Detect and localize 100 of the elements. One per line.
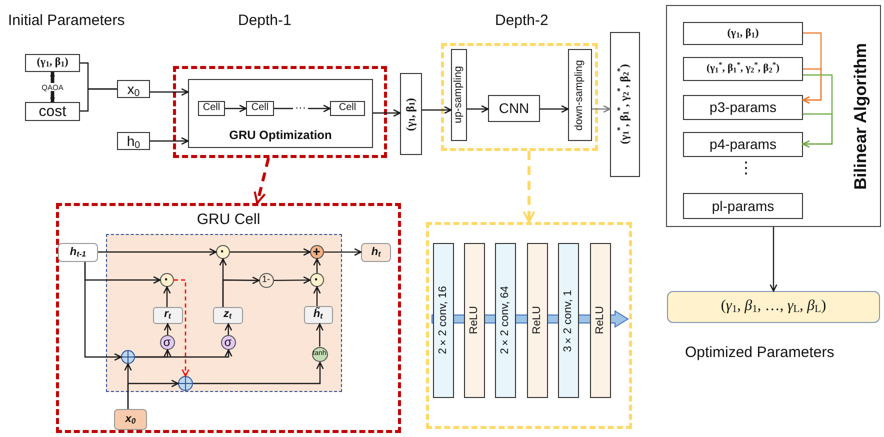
state-box: [58, 243, 98, 262]
box-label: 1-: [262, 275, 270, 285]
connector-line: [80, 88, 117, 112]
sampling-box: [451, 49, 467, 141]
arrow: [163, 286, 171, 307]
operator-circle: [258, 272, 274, 288]
multiply-circle: [216, 244, 230, 258]
rotated-label: ReLU: [532, 306, 544, 335]
box-label: (γ$_{1}$, β$_{1}$): [36, 57, 68, 69]
sum-circle: [120, 350, 134, 364]
arrow: [274, 276, 311, 284]
arrow: [98, 248, 217, 256]
box-label: (γ$_{1}$$^{*}$, β$_{1}$$^{*}$, γ$_{2}$$^{*}$, β$_{2}$$^{*}$): [706, 63, 780, 74]
box-label: p4-params: [710, 137, 776, 152]
shaded-region: [106, 234, 342, 392]
sigmoid-circle: [160, 334, 174, 350]
box-label: pl-params: [712, 198, 774, 214]
arrow: [313, 286, 321, 306]
parameter-box: [683, 57, 803, 81]
arrow: [540, 105, 569, 113]
dashed-region: [426, 222, 632, 429]
box-label: h$_{0}$: [126, 134, 140, 148]
arrow: [150, 88, 189, 96]
rotated-label: up-sampling: [453, 66, 464, 124]
box-label: +: [312, 244, 320, 258]
parameter-box: [400, 73, 422, 155]
cell-box: [330, 101, 365, 116]
box-label: ·: [220, 244, 225, 259]
multiply-circle: [160, 272, 174, 286]
conv-layer-bar: [558, 243, 579, 398]
parameter-box: [683, 193, 803, 219]
sampling-box: [568, 49, 592, 141]
arrow: [230, 248, 311, 256]
dashed-region: [173, 66, 387, 158]
arrow: [224, 323, 232, 335]
conv-layer-bar: [495, 243, 516, 398]
arrow: [135, 349, 232, 358]
relu-layer-bar: [590, 243, 611, 398]
tanh-circle: [312, 346, 328, 362]
arrow: [467, 105, 489, 113]
gate-box: [152, 306, 182, 324]
cell-box: [198, 101, 225, 116]
rotated-label: ReLU: [594, 306, 606, 335]
arrow: [274, 104, 331, 112]
rotated-label: 2×2 conv, 16: [438, 286, 450, 355]
rotated-label: 2×2 conv, 64: [500, 286, 512, 355]
cell-box: [246, 101, 274, 116]
box-label: GRU Optimization: [229, 129, 332, 142]
caption-text: Optimized Parameters: [685, 344, 834, 361]
box-label: cost: [38, 104, 66, 120]
box-label: p3-params: [710, 100, 776, 115]
box-label: z$_{t}$: [223, 309, 232, 321]
arrow: [316, 323, 324, 346]
cost-box: [25, 102, 80, 121]
conv-layer-bar: [433, 243, 454, 398]
sigmoid-circle: [220, 334, 236, 350]
arrow: [50, 91, 55, 102]
arrow: [324, 248, 362, 256]
dashed-region: [441, 43, 598, 151]
arrow: [592, 105, 611, 113]
sum-circle: [178, 376, 192, 390]
box-label: (γ$_{1}$, β$_{1}$, …, γ$_{L}$, β$_{L}$): [720, 299, 826, 315]
arrow: [84, 262, 122, 361]
rotated-label: 3×2 conv, 1: [562, 290, 574, 352]
algorithm-panel: [666, 5, 881, 227]
arrow: [802, 113, 833, 148]
dashed-arrow: [174, 279, 190, 377]
parameter-box: [683, 95, 803, 120]
dashed-region: [56, 203, 401, 433]
arrow: [150, 137, 189, 145]
arrow: [802, 68, 822, 104]
gate-box: [212, 306, 242, 324]
relu-layer-bar: [527, 243, 548, 398]
arrow: [127, 380, 179, 409]
state-box: [361, 243, 391, 262]
multiply-circle: [310, 272, 324, 286]
box-label: ·: [164, 272, 169, 287]
arrow: [50, 72, 55, 83]
rotated-label: Bilinear Algorithm: [852, 42, 870, 190]
ellipsis-mark: ⋮: [738, 160, 754, 178]
relu-layer-bar: [464, 243, 485, 398]
parameter-box: [683, 22, 803, 45]
input-box: [117, 80, 150, 98]
box-label: σ: [224, 336, 232, 348]
section-heading: Depth-2: [495, 13, 548, 30]
box-label: x$_{0}$: [125, 414, 136, 426]
box-label: σ: [163, 336, 171, 348]
box-label: h$_{t-1}$: [70, 246, 86, 258]
module-box: [188, 79, 373, 148]
arrow: [193, 362, 324, 384]
parameter-box: [25, 54, 80, 72]
dashed-arrow: [522, 151, 536, 224]
box-label: x$_{0}$: [127, 82, 140, 96]
arrow: [373, 109, 401, 117]
arrow: [222, 276, 260, 307]
box-label: Cell: [202, 103, 220, 114]
parameter-box: [683, 132, 803, 157]
box-label: (γ$_{1}$, β$_{1}$): [727, 28, 759, 40]
result-box: [667, 291, 880, 323]
arrow: [225, 104, 247, 112]
